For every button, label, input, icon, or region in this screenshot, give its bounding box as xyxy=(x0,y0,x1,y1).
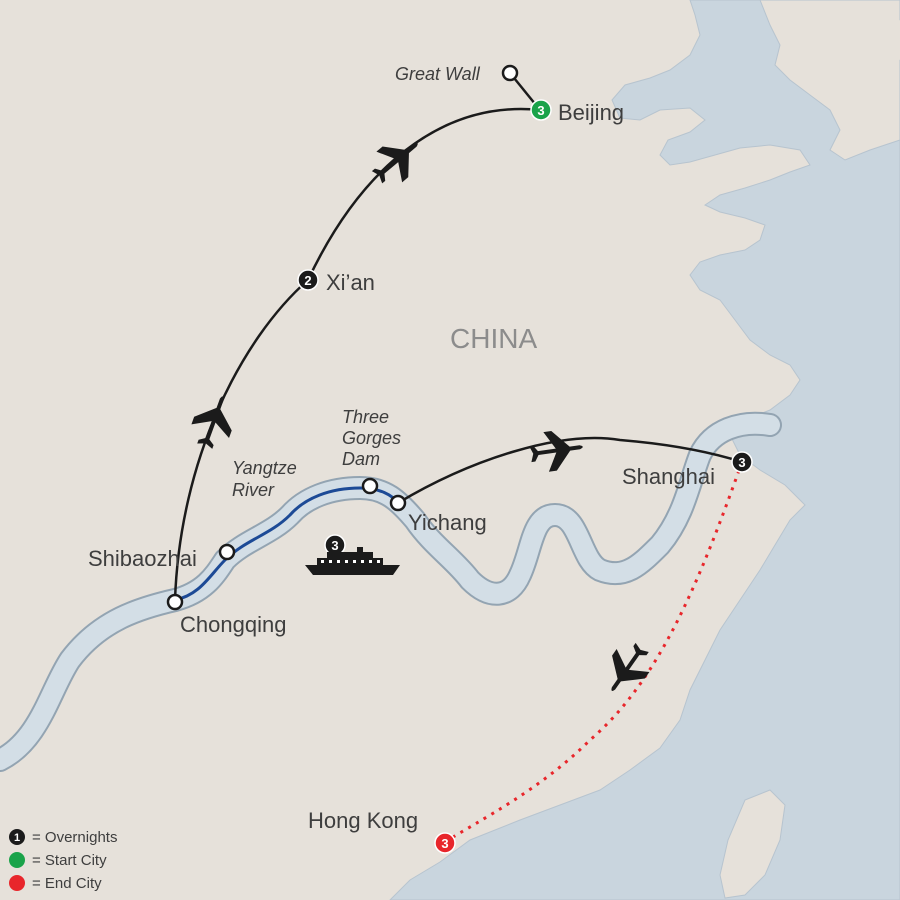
legend: 1 = Overnights = Start City = End City xyxy=(9,829,117,892)
legend-overnight-label: = Overnights xyxy=(32,829,117,846)
legend-end-label: = End City xyxy=(32,875,102,892)
south-coast-land xyxy=(140,865,340,900)
east-island xyxy=(880,20,900,60)
legend-start-label: = Start City xyxy=(32,852,107,869)
xian-label: Xi’an xyxy=(326,270,375,295)
flight-route-shanghai-hongkong xyxy=(444,461,744,844)
chongqing-marker xyxy=(166,593,184,611)
legend-end-marker xyxy=(9,875,25,891)
korea-land xyxy=(759,0,900,161)
yangtze-label-1: Yangtze xyxy=(232,458,297,478)
legend-overnight-marker xyxy=(9,829,25,845)
shanghai-nights: 3 xyxy=(738,455,745,470)
country-label: CHINA xyxy=(450,323,537,354)
yichang-label: Yichang xyxy=(408,510,487,535)
great-wall-label: Great Wall xyxy=(395,64,481,84)
legend-overnight-number: 1 xyxy=(14,832,20,844)
sea-area xyxy=(389,0,900,900)
three-gorges-label-2: Gorges xyxy=(342,428,401,448)
hongkong-label: Hong Kong xyxy=(308,808,418,833)
three-gorges-label-1: Three xyxy=(342,407,389,427)
shanghai-label: Shanghai xyxy=(622,464,715,489)
three-gorges-marker xyxy=(361,477,379,495)
beijing-start-marker xyxy=(530,99,552,121)
hongkong-nights: 3 xyxy=(441,836,448,851)
shibaozhai-label: Shibaozhai xyxy=(88,546,197,571)
three-gorges-label-3: Dam xyxy=(342,449,380,469)
yichang-marker xyxy=(389,494,407,512)
flight-route-yichang-shanghai xyxy=(397,436,743,505)
yangtze-river-fill xyxy=(0,413,780,770)
cruise-nights: 3 xyxy=(331,538,338,553)
legend-start-marker xyxy=(9,852,25,868)
beijing-nights: 3 xyxy=(537,103,544,118)
hongkong-end-marker xyxy=(434,832,456,854)
yangtze-label-2: River xyxy=(232,480,275,500)
beijing-label: Beijing xyxy=(558,100,624,125)
chongqing-label: Chongqing xyxy=(180,612,286,637)
great-wall-marker xyxy=(501,64,519,82)
taiwan-island xyxy=(719,789,786,899)
shanghai-overnight-marker xyxy=(731,451,753,473)
xian-nights: 2 xyxy=(304,273,311,288)
shibaozhai-marker xyxy=(218,543,236,561)
cruise-ship-icon: 3 xyxy=(305,534,400,575)
xian-overnight-marker xyxy=(297,269,319,291)
